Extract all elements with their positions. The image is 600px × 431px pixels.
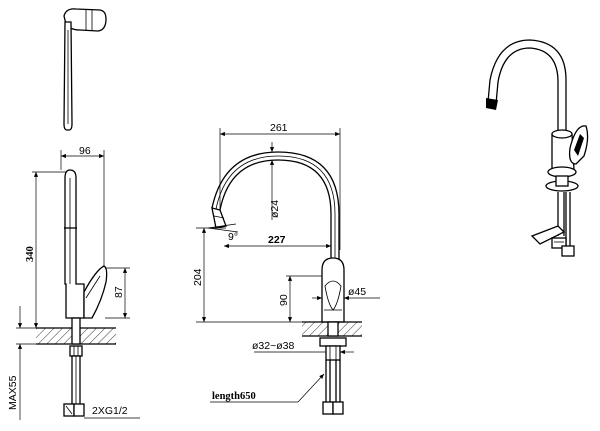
front-hole-dia-label: ø32~ø38 xyxy=(252,340,294,352)
top-view xyxy=(63,8,107,131)
front-span-label: 261 xyxy=(270,122,288,134)
side-handle-height-label: 87 xyxy=(113,286,125,298)
max-thickness-label: MAX55 xyxy=(7,375,19,410)
front-tube-dia-label: ø24 xyxy=(269,200,281,218)
front-angle-label: 9° xyxy=(228,231,238,243)
side-height-label: 340 xyxy=(25,246,36,262)
side-view: 96 340 87 MA xyxy=(7,145,140,420)
front-body-dia-label: ø45 xyxy=(348,286,366,298)
front-reach-label: 227 xyxy=(268,234,286,246)
thread-label: 2XG1/2 xyxy=(92,405,128,417)
hose-length-label: length650 xyxy=(212,391,256,402)
front-spout-height-label: 204 xyxy=(192,268,204,286)
isometric-view xyxy=(486,39,589,257)
side-width-label: 96 xyxy=(79,145,91,157)
front-view: 261 ø24 9° 227 204 90 xyxy=(192,122,380,415)
front-body-height-label: 90 xyxy=(278,294,290,306)
